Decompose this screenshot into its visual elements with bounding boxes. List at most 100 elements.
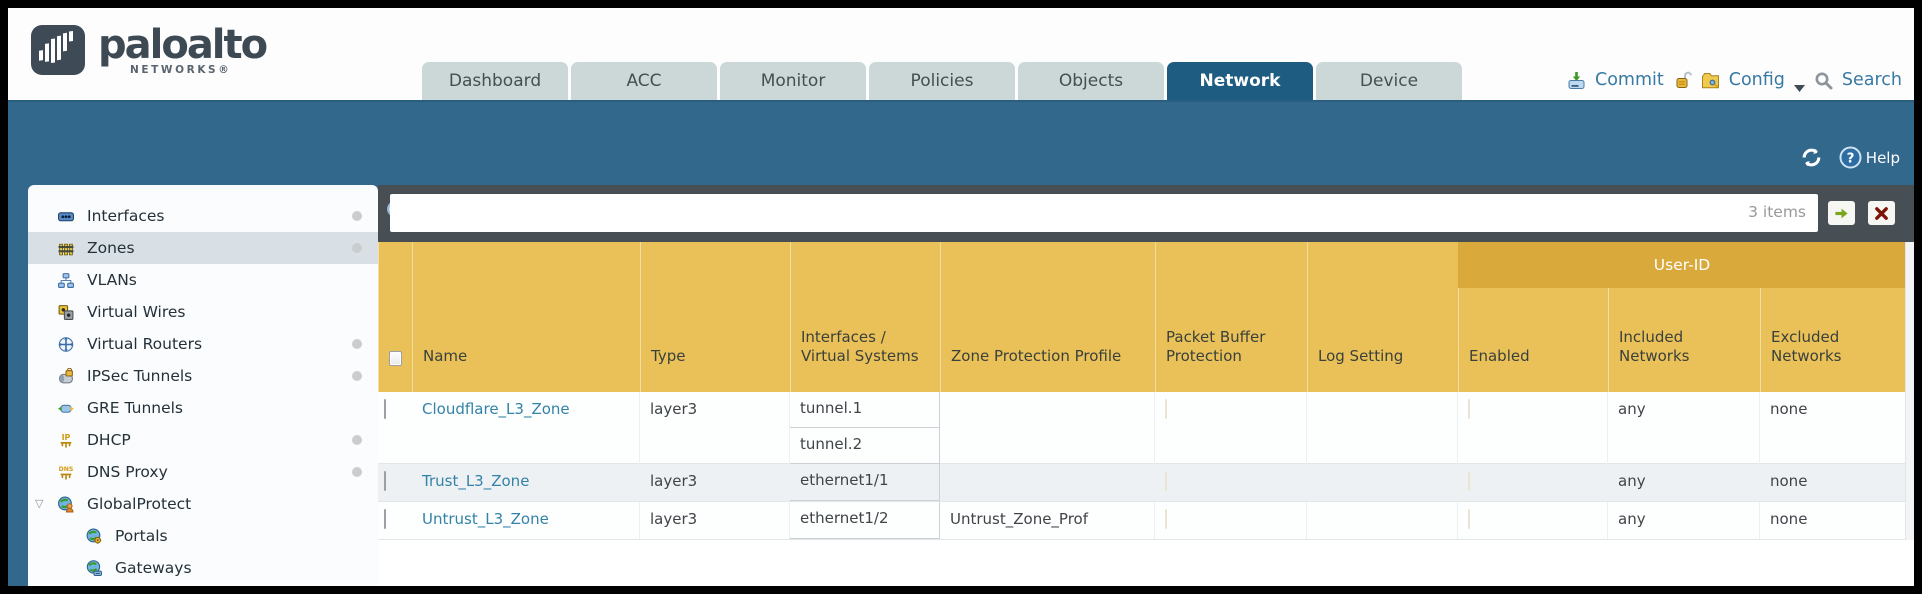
user-id-enabled-cell [1458,502,1608,539]
col-header-packet-buffer-protection[interactable]: Packet Buffer Protection [1155,242,1307,392]
config-folder-icon [1701,71,1720,90]
row-checkbox[interactable] [384,399,386,419]
sidebar-item-globalprotect[interactable]: ▽ GlobalProtect [28,488,378,520]
sidebar-item-zones[interactable]: Zones [28,232,378,264]
sidebar-item-label: GRE Tunnels [87,399,184,417]
zone-name-link[interactable]: Untrust_L3_Zone [422,510,549,528]
tab-network[interactable]: Network [1167,62,1313,100]
status-dot [352,467,362,477]
col-header-type[interactable]: Type [640,242,790,392]
interfaces-icon [56,207,80,225]
gre-tunnels-icon [56,399,80,417]
row-checkbox[interactable] [384,471,386,491]
tab-policies[interactable]: Policies [869,62,1015,100]
excluded-networks-cell: none [1770,472,1808,490]
sidebar-item-label: DHCP [87,431,131,449]
refresh-button[interactable] [1800,146,1823,169]
interface-item[interactable]: ethernet1/1 [790,464,940,501]
zone-protection-profile-cell [940,464,1155,501]
zone-name-cell: Untrust_L3_Zone [412,502,640,539]
tab-dashboard[interactable]: Dashboard [422,62,568,100]
log-setting-cell [1307,464,1458,501]
sidebar-item-virtual-wires[interactable]: Virtual Wires [28,296,378,328]
paloalto-logo-icon [31,25,85,75]
config-button[interactable]: Config [1728,70,1785,90]
chevron-down-icon[interactable] [1793,77,1805,92]
help-button[interactable]: ? Help [1839,146,1900,169]
packet-buffer-protection-cell [1155,502,1307,539]
vertical-scrollbar[interactable] [1905,242,1914,540]
tab-acc[interactable]: ACC [571,62,717,100]
sidebar-item-interfaces[interactable]: Interfaces [28,200,378,232]
zone-name-cell: Trust_L3_Zone [412,464,640,501]
search-button[interactable]: Search [1841,70,1902,90]
zone-protection-profile-cell: Untrust_Zone_Prof [940,502,1155,539]
help-icon: ? [1839,146,1862,169]
interface-item[interactable]: tunnel.1 [790,392,940,428]
zone-name-link[interactable]: Cloudflare_L3_Zone [422,400,570,418]
search-icon [1814,71,1833,90]
row-select-cell [378,392,412,464]
user-id-enabled-checkbox [1468,399,1470,419]
filter-input[interactable] [390,194,1818,232]
sidebar-item-label: VLANs [87,271,137,289]
col-header-log-setting[interactable]: Log Setting [1307,242,1458,392]
tab-objects[interactable]: Objects [1018,62,1164,100]
user-id-enabled-cell [1458,464,1608,501]
sidebar-item-ipsec-tunnels[interactable]: IPSec Tunnels [28,360,378,392]
tab-device[interactable]: Device [1316,62,1462,100]
zones-icon [56,239,80,257]
sidebar-item-gateways[interactable]: Gateways [28,552,378,584]
band-actions: ? Help [1800,146,1900,169]
expander-triangle-icon[interactable]: ▽ [35,497,44,510]
interface-item[interactable]: ethernet1/2 [790,502,940,539]
dns-proxy-icon: DNS [56,463,80,481]
sidebar-item-virtual-routers[interactable]: Virtual Routers [28,328,378,360]
red-x-icon [1875,206,1888,220]
select-all-checkbox[interactable] [389,351,402,366]
sidebar-item-portals[interactable]: Portals [28,520,378,552]
interface-item[interactable]: tunnel.2 [790,428,940,464]
virtual-routers-icon [56,335,80,353]
col-header-excluded-networks[interactable]: Excluded Networks [1760,242,1906,392]
col-header-name[interactable]: Name [412,242,640,392]
apply-filter-button[interactable] [1828,201,1855,225]
filter-bar: 3 items [378,185,1914,242]
tab-monitor[interactable]: Monitor [720,62,866,100]
included-networks-cell: any [1608,392,1760,464]
lock-icon[interactable] [1673,71,1692,90]
row-select-cell [378,464,412,501]
sidebar-item-gre-tunnels[interactable]: GRE Tunnels [28,392,378,424]
zone-protection-profile-cell [940,392,1155,464]
row-checkbox[interactable] [384,509,386,529]
sidebar-item-label: GlobalProtect [87,495,192,513]
zone-name-cell: Cloudflare_L3_Zone [412,392,640,464]
zone-name-link[interactable]: Trust_L3_Zone [422,472,530,490]
included-networks-cell: any [1608,464,1760,501]
commit-button[interactable]: Commit [1594,70,1664,90]
sidebar-item-label: DNS Proxy [87,463,168,481]
status-dot [352,339,362,349]
sidebar-item-dns-proxy[interactable]: DNS DNS Proxy [28,456,378,488]
sidebar-item-label: Interfaces [87,207,165,225]
col-header-zone-protection-profile[interactable]: Zone Protection Profile [940,242,1155,392]
gateways-icon [84,559,108,577]
packet-buffer-protection-cell [1155,464,1307,501]
user-id-enabled-checkbox [1468,471,1470,491]
svg-text:DNS: DNS [59,466,74,473]
col-header-included-networks[interactable]: Included Networks [1608,242,1760,392]
select-all-cell [378,242,412,392]
clear-filter-button[interactable] [1868,201,1895,225]
col-header-interfaces-virtual-systems[interactable]: Interfaces / Virtual Systems [790,242,940,392]
sidebar-item-label: Zones [87,239,135,257]
status-dot [352,435,362,445]
sidebar-item-vlans[interactable]: VLANs [28,264,378,296]
col-header-enabled[interactable]: Enabled [1458,242,1608,392]
